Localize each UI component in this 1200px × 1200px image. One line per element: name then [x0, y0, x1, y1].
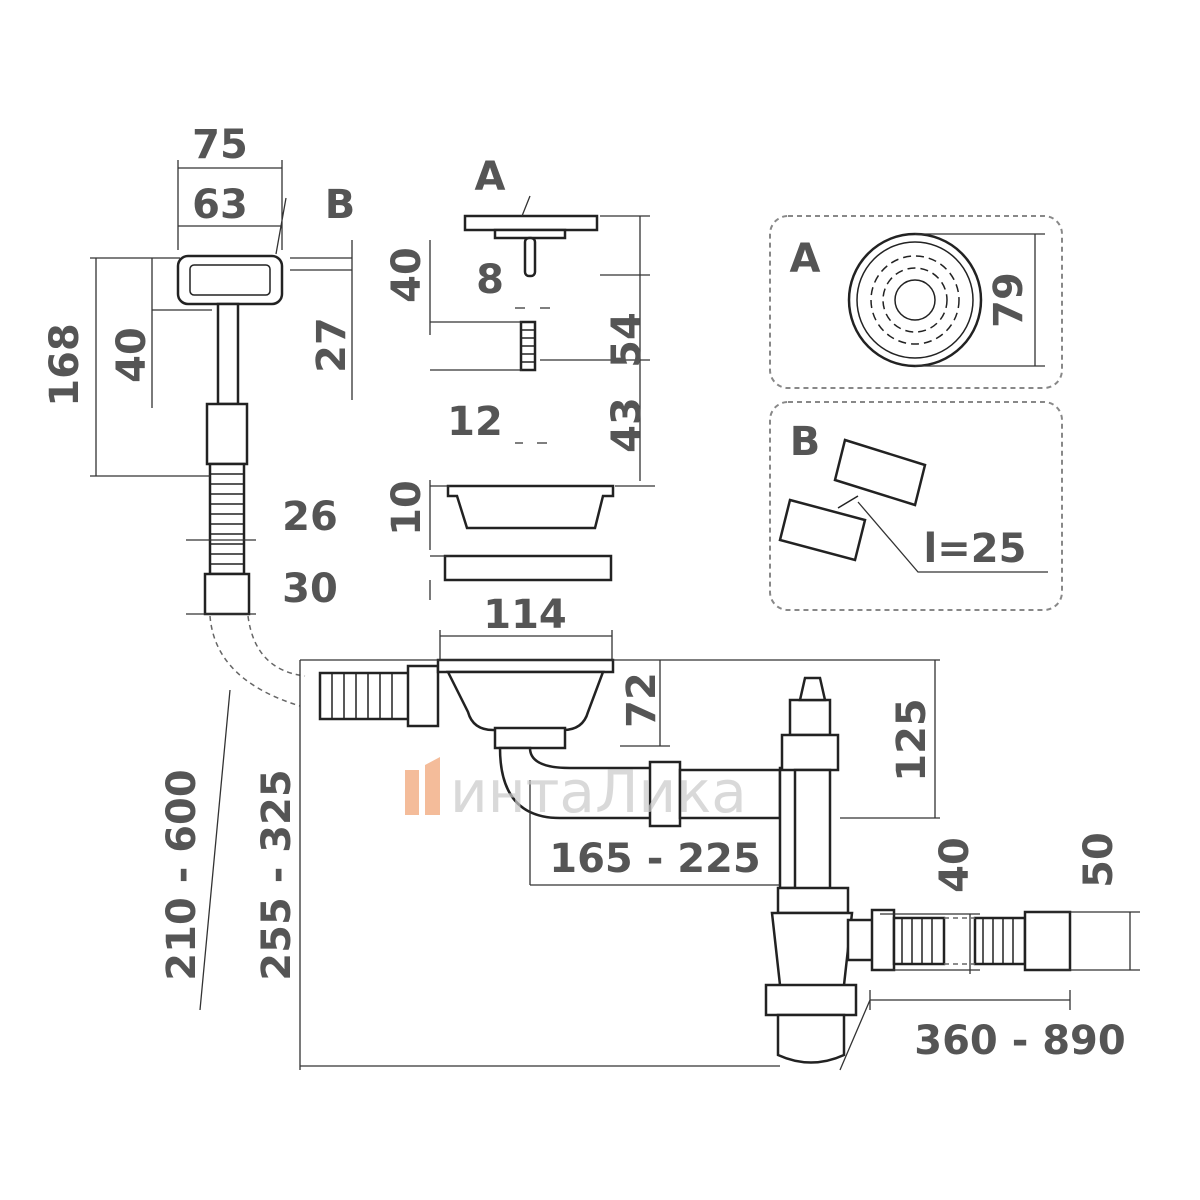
dim-overflow-range: 210 - 600 [159, 769, 205, 980]
inset-b-label: B [790, 419, 821, 465]
siphon-assembly [318, 658, 1072, 1064]
dim-outlet-40: 40 [932, 837, 978, 893]
dim-basket-height: 10 [384, 480, 430, 536]
watermark-text: интаЛика [450, 758, 747, 826]
strainer-top-view [847, 232, 1045, 368]
dim-pin-height: 40 [384, 247, 430, 303]
dim-nut-diameter: 30 [282, 566, 338, 612]
dim-width-inner: 63 [192, 182, 248, 228]
dim-height-range: 255 - 325 [254, 769, 300, 980]
dim-screw-diameter: 12 [447, 399, 503, 445]
overflow-cap-parts [778, 438, 1048, 573]
label-b: B [325, 182, 356, 228]
dim-bowl-depth: 72 [619, 672, 665, 728]
dim-length-range: 360 - 890 [914, 1018, 1125, 1064]
dim-pin-diameter: 8 [476, 257, 504, 303]
inset-b-frame [769, 401, 1063, 611]
assembly-dimension-lines [199, 659, 1140, 1071]
dim-flange-diameter: 114 [483, 592, 567, 638]
overflow-dimension-lines [90, 160, 353, 615]
watermark: интаЛика [405, 757, 747, 826]
inset-a-frame [769, 215, 1063, 389]
dim-width-outer: 75 [192, 122, 248, 168]
dim-trap-height: 125 [889, 698, 935, 782]
dim-cap-offset: 27 [309, 317, 355, 373]
watermark-logo-icon [405, 757, 440, 815]
overflow-assembly [176, 254, 306, 707]
dim-height-total: 168 [42, 323, 88, 407]
dim-offset-range: 165 - 225 [549, 836, 760, 882]
dim-strainer-diameter: 79 [986, 272, 1032, 328]
inset-a-label: A [790, 236, 821, 282]
dim-screw-length: l=25 [924, 526, 1027, 572]
dim-lower: 43 [604, 397, 650, 453]
strainer-parts [443, 214, 615, 582]
dim-outlet-50: 50 [1076, 832, 1122, 888]
dim-height-cap: 40 [109, 327, 155, 383]
label-a: A [475, 154, 506, 200]
strainer-dimension-lines [429, 195, 655, 660]
dim-total-upper: 54 [604, 312, 650, 368]
dim-hose-diameter: 26 [282, 494, 338, 540]
